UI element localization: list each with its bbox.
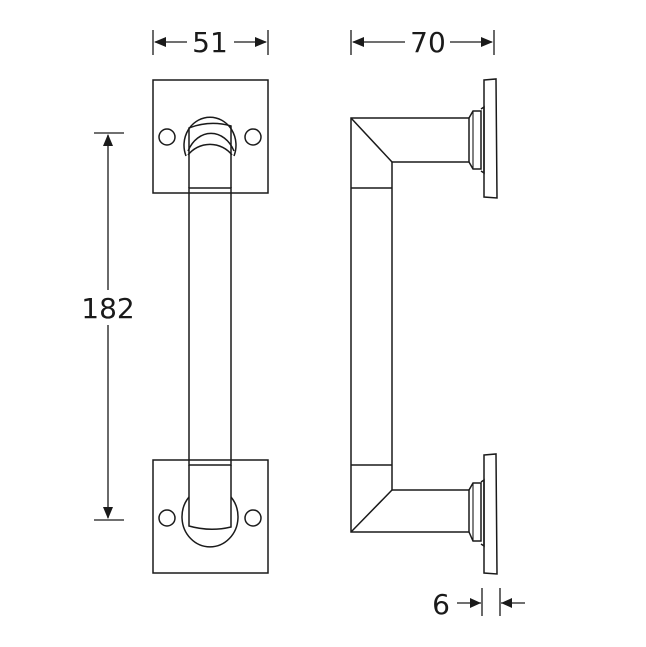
dimension-label-6: 6 xyxy=(432,588,450,621)
dimension-label-182: 182 xyxy=(81,292,134,325)
dimension-height-182: 182 xyxy=(81,132,135,521)
top-rosette xyxy=(152,79,269,194)
dimension-depth-70: 70 xyxy=(350,26,495,59)
handle-bar-front xyxy=(187,122,235,530)
dimension-thickness-6: 6 xyxy=(432,588,525,621)
side-view xyxy=(350,78,498,575)
bottom-mount-side xyxy=(468,453,498,575)
dimension-label-70: 70 xyxy=(410,26,446,59)
dimension-label-51: 51 xyxy=(192,26,228,59)
bottom-rosette xyxy=(152,459,269,574)
dimension-width-51: 51 xyxy=(152,26,269,59)
front-view xyxy=(152,79,269,574)
top-mount-side xyxy=(468,78,498,199)
handle-outline-side xyxy=(350,117,470,533)
